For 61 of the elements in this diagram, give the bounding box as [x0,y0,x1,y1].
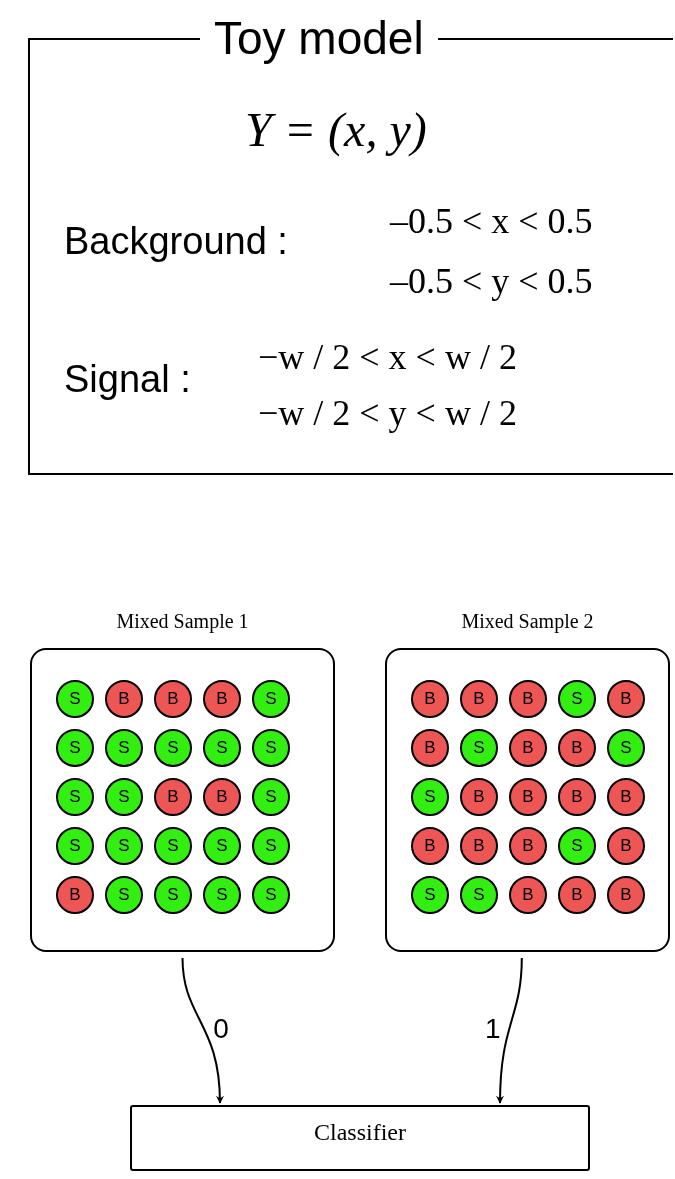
inequality: –0.5 < y < 0.5 [390,260,593,302]
event-circle: S [252,876,290,914]
event-circle: S [460,876,498,914]
event-circle: B [411,729,449,767]
event-circle: B [154,680,192,718]
event-circle: S [252,827,290,865]
event-circle: S [105,827,143,865]
event-circle: S [203,876,241,914]
event-circle: B [460,680,498,718]
classifier-box [130,1105,590,1171]
event-circle: S [252,778,290,816]
event-circle: S [105,876,143,914]
event-circle: B [509,729,547,767]
event-circle: S [607,729,645,767]
event-circle: B [558,778,596,816]
inequality: –0.5 < x < 0.5 [390,200,593,242]
equation: Y = (x, y) [245,102,427,157]
event-circle: B [105,680,143,718]
event-circle: B [411,680,449,718]
event-circle: B [607,827,645,865]
event-circle: S [203,827,241,865]
category-label: Signal : [64,358,191,401]
event-circle: S [460,729,498,767]
event-circle: S [56,778,94,816]
event-circle: B [460,778,498,816]
event-circle: S [252,680,290,718]
event-circle: S [154,876,192,914]
event-circle: S [411,876,449,914]
event-circle: S [411,778,449,816]
event-circle: B [154,778,192,816]
event-circle: B [558,876,596,914]
event-circle: S [203,729,241,767]
event-circle: B [607,876,645,914]
event-circle: B [56,876,94,914]
event-circle: S [558,680,596,718]
sample-title: Mixed Sample 1 [115,610,250,633]
event-circle: B [558,729,596,767]
event-circle: S [558,827,596,865]
event-circle: S [56,680,94,718]
event-circle: B [411,827,449,865]
event-circle: B [509,876,547,914]
event-circle: S [154,827,192,865]
inequality: −w / 2 < y < w / 2 [258,392,517,434]
event-circle: S [105,778,143,816]
box-label: Classifier [313,1119,407,1146]
category-label: Background : [64,220,288,263]
event-circle: S [252,729,290,767]
event-circle: S [56,729,94,767]
event-circle: B [203,778,241,816]
inequality: −w / 2 < x < w / 2 [258,336,517,378]
event-circle: B [460,827,498,865]
event-circle: S [105,729,143,767]
event-circle: B [607,680,645,718]
sample-title: Mixed Sample 2 [460,610,595,633]
event-circle: S [56,827,94,865]
event-circle: B [509,680,547,718]
event-circle: S [154,729,192,767]
event-circle: B [203,680,241,718]
event-circle: B [509,827,547,865]
event-circle: B [607,778,645,816]
event-circle: B [509,778,547,816]
